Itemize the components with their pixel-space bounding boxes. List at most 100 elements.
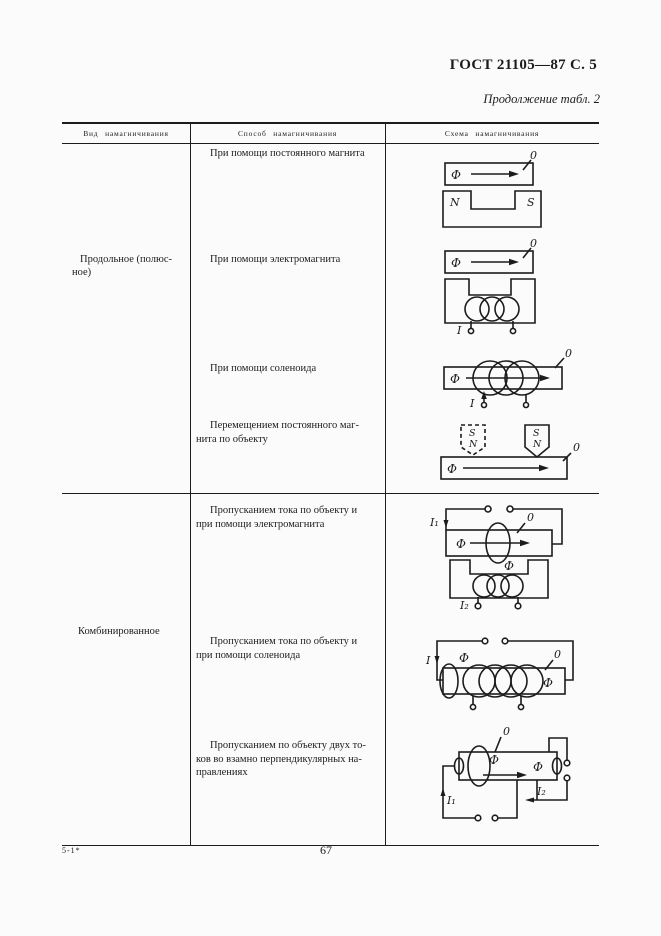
- magnetization-table: Вид намагничивания Способ намагничивания…: [62, 122, 599, 846]
- object-label: 0: [530, 237, 537, 250]
- terminal: [467, 327, 475, 335]
- north-pole-label: N: [449, 196, 460, 209]
- current1-arrowhead: [440, 788, 446, 796]
- terminal: [506, 505, 514, 513]
- object-leader: [522, 247, 532, 259]
- coil-turn: [472, 574, 496, 598]
- header-underline: [62, 143, 599, 144]
- south-pole-label: S: [533, 428, 540, 439]
- doc-code: ГОСТ 21105—87 С. 5: [449, 57, 597, 73]
- coil-turn: [504, 360, 540, 396]
- object-bar: [444, 162, 534, 186]
- north-pole-label: N: [468, 439, 478, 450]
- arrowhead: [540, 374, 550, 382]
- south-pole-label: S: [527, 196, 535, 209]
- flux-label: Ф: [447, 462, 457, 476]
- object-leader: [554, 357, 565, 369]
- coil-turn: [486, 574, 510, 598]
- method-solenoid: При помощи соленоида: [210, 363, 317, 374]
- current-arrowhead: [434, 656, 440, 664]
- object-leader: [562, 452, 572, 462]
- column-divider-1: [190, 124, 191, 845]
- circuit-wire-right: [513, 508, 563, 545]
- diagram-permanent-magnet: Ф 0 N S: [442, 149, 542, 228]
- flux-label: Ф: [450, 372, 460, 386]
- arrowhead: [539, 464, 549, 472]
- circuit-wire-top-right: [548, 737, 568, 760]
- flux-label: Ф: [456, 537, 466, 551]
- object-label: 0: [527, 511, 534, 524]
- object-leader: [494, 736, 502, 753]
- circular-flux-loop: [485, 522, 511, 564]
- diagram-electromagnet: Ф 0 I: [444, 237, 537, 335]
- current1-label: I₁: [446, 794, 456, 807]
- current2-label: I₂: [459, 599, 469, 612]
- terminal: [474, 602, 482, 610]
- object-leader: [516, 522, 526, 534]
- terminal: [501, 637, 509, 645]
- arrowhead: [509, 258, 519, 266]
- terminal: [481, 637, 489, 645]
- south-pole-label: S: [469, 428, 476, 439]
- object-bar: [440, 456, 568, 480]
- object-bar: [458, 751, 558, 781]
- footer-mark: 5-1*: [62, 846, 81, 855]
- section-divider: [62, 493, 599, 494]
- diagram-current-plus-electromagnet: I₁ Ф Ф 0 I₂: [429, 505, 563, 612]
- method-permanent-magnet: При помощи постоянного магнита: [210, 148, 365, 159]
- arrowhead: [520, 539, 530, 547]
- object-label: 0: [503, 725, 510, 738]
- terminal: [563, 774, 571, 782]
- coil-turn: [488, 360, 524, 396]
- current-label: I: [456, 324, 462, 335]
- terminal: [469, 703, 477, 711]
- current-label: I: [469, 397, 475, 410]
- terminal: [509, 327, 517, 335]
- object-bar: [444, 250, 534, 274]
- circuit-wire-left: [445, 508, 485, 530]
- terminal: [522, 401, 530, 409]
- flux-label: Ф: [533, 760, 543, 774]
- diagram-moving-permanent-magnet: Ф 0 S N S N: [440, 424, 580, 480]
- type-label-longitudinal: Продольное (полюс- ное): [72, 254, 173, 278]
- object-bar: [445, 529, 553, 557]
- type-label-combined: Комбинированное: [78, 626, 160, 637]
- flux-label: Ф: [504, 559, 514, 573]
- coil-turn: [510, 664, 544, 698]
- coil-turn: [494, 664, 528, 698]
- coil-turn: [500, 574, 524, 598]
- terminal: [514, 602, 522, 610]
- arrowhead: [517, 771, 527, 779]
- circuit-wire-bottom: [498, 780, 518, 819]
- flux-label: Ф: [451, 168, 461, 182]
- table-caption: Продолжение табл. 2: [483, 92, 600, 106]
- page-number: 67: [320, 843, 332, 857]
- terminal: [563, 759, 571, 767]
- object-label: 0: [573, 441, 580, 454]
- coil-turn: [494, 296, 520, 322]
- current-arrowhead: [443, 520, 449, 528]
- horseshoe-magnet: [442, 190, 542, 228]
- method-current-electromagnet: Пропусканием тока по объекту и при помощ…: [196, 505, 358, 530]
- current-arrowhead: [481, 391, 487, 399]
- coil-turn: [464, 296, 490, 322]
- method-electromagnet: При помощи электромагнита: [210, 254, 341, 265]
- column-divider-2: [385, 124, 386, 845]
- terminal: [491, 814, 499, 822]
- object-leader: [544, 659, 554, 671]
- terminal: [480, 401, 488, 409]
- diagram-solenoid: Ф 0 I: [443, 347, 572, 410]
- contact-clamp: [453, 757, 465, 775]
- object-leader: [522, 159, 532, 171]
- terminal: [517, 703, 525, 711]
- current2-arrowhead: [525, 797, 534, 803]
- circuit-wire-right: [529, 781, 568, 801]
- column-header-method: Способ намагничивания: [237, 129, 338, 138]
- magnet-previous-position: [460, 424, 486, 456]
- method-current-solenoid: Пропусканием тока по объекту и при помощ…: [196, 636, 358, 661]
- object-label: 0: [530, 149, 537, 162]
- electromagnet-yoke: [449, 559, 549, 599]
- coil-turn: [479, 296, 505, 322]
- current2-label: I₂: [536, 785, 546, 798]
